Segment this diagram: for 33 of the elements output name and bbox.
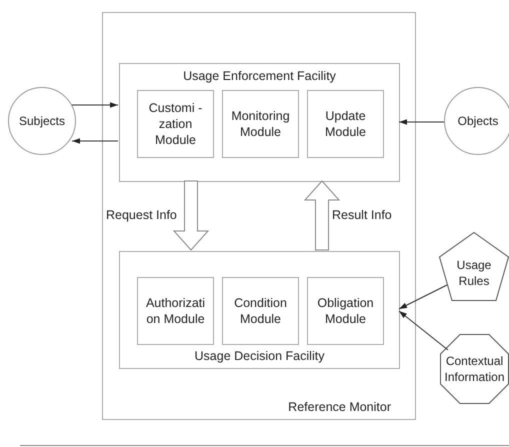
block-arrow (304, 180, 340, 250)
node-label: Condition Module (233, 295, 288, 327)
container-box (102, 12, 416, 420)
module-box (222, 277, 299, 345)
module-box (307, 277, 384, 345)
module-box (222, 90, 299, 158)
node-label: Customi - zation Module (148, 100, 204, 148)
node-label: Monitoring Module (230, 108, 291, 140)
container-box (119, 251, 400, 369)
module-box (137, 277, 214, 345)
node-label: Contextual Information (443, 353, 506, 385)
node-label: Update Module (324, 108, 367, 140)
node-label: Usage Enforcement Facility (183, 68, 336, 84)
module-box (137, 90, 214, 158)
arrow (72, 138, 118, 144)
arrow (72, 102, 118, 108)
arrow (398, 119, 444, 125)
facility-box (119, 63, 400, 182)
block-arrow (172, 180, 210, 251)
node-label: Usage Rules (456, 256, 492, 288)
node-label: Authorizati on Module (144, 295, 206, 327)
circle-node (8, 87, 76, 155)
arrow (398, 284, 448, 310)
arrow (398, 310, 448, 350)
edge-label: Request Info (106, 207, 177, 223)
node-label: Usage Decision Facility (194, 348, 324, 364)
pentagon-node (439, 232, 509, 301)
node-label: Obligation Module (316, 295, 375, 327)
node-label: Subjects (18, 113, 66, 129)
node-label: Objects (458, 113, 498, 129)
octagon-node (440, 334, 509, 404)
module-box (307, 90, 384, 158)
node-label: Reference Monitor (288, 399, 391, 415)
